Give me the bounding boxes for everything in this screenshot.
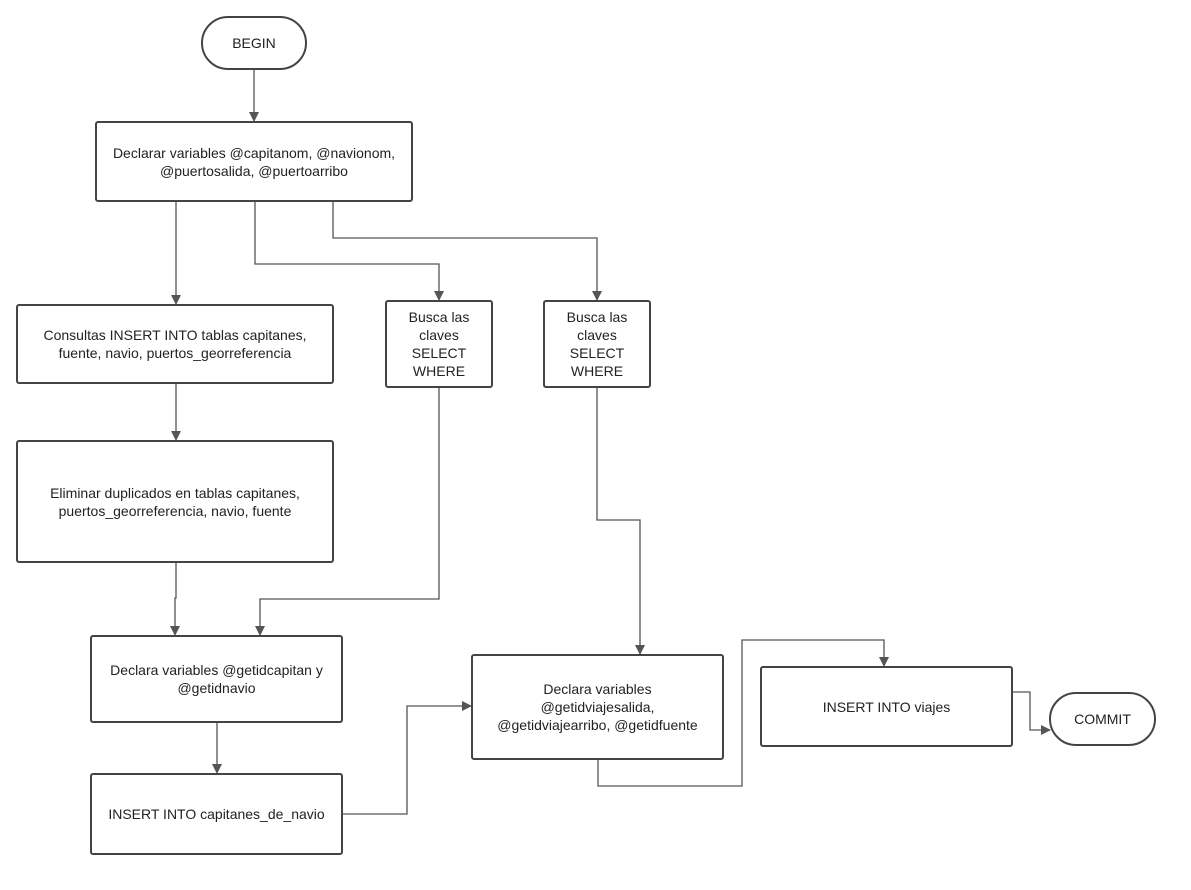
edge-remove-duplicates-to-declare-captain-ship [170, 563, 180, 636]
insert-tables-node: Consultas INSERT INTO tablas capitanes, … [16, 304, 334, 384]
declare-captain-ship-label: Declara variables @getidcapitan y @getid… [110, 662, 323, 696]
remove-duplicates-label: Eliminar duplicados en tablas capitanes,… [50, 484, 300, 519]
declare-variables-node: Declarar variables @capitanom, @navionom… [95, 121, 413, 202]
commit-label: COMMIT [1074, 711, 1131, 727]
insert-trips-label: INSERT INTO viajes [822, 698, 951, 715]
search-keys-node-2: Busca las claves SELECT WHERE [543, 300, 651, 388]
edge-declare-to-search-keys-1 [254, 202, 444, 301]
search-keys-label-1: Busca las claves SELECT WHERE [408, 309, 470, 379]
edge-search-keys-2-to-declare-trip-vars [596, 388, 645, 655]
declare-trip-vars-label: Declara variables @getidviajesalida, @ge… [497, 681, 698, 733]
insert-tables-label: Consultas INSERT INTO tablas capitanes, … [43, 327, 307, 361]
declare-trip-vars-node: Declara variables @getidviajesalida, @ge… [471, 654, 724, 760]
insert-captains-ship-label: INSERT INTO capitanes_de_navio [108, 806, 325, 822]
begin-label: BEGIN [232, 35, 276, 51]
search-keys-node-1: Busca las claves SELECT WHERE [385, 300, 493, 388]
edge-insert-captains-ship-to-declare-trip-vars [343, 701, 472, 815]
search-keys-label-2: Busca las claves SELECT WHERE [566, 309, 628, 379]
insert-trips-node: INSERT INTO viajes [760, 666, 1013, 747]
declare-variables-label: Declarar variables @capitanom, @navionom… [112, 144, 396, 179]
commit-node: COMMIT [1049, 692, 1156, 746]
declare-captain-ship-node: Declara variables @getidcapitan y @getid… [90, 635, 343, 723]
remove-duplicates-node: Eliminar duplicados en tablas capitanes,… [16, 440, 334, 563]
edge-declare-trip-vars-to-insert-trips [597, 639, 889, 787]
begin-node: BEGIN [201, 16, 307, 70]
edge-insert-trips-to-commit [1012, 691, 1051, 735]
insert-captains-ship-node: INSERT INTO capitanes_de_navio [90, 773, 343, 855]
edge-declare-to-search-keys-2 [332, 202, 602, 301]
edge-search-keys-1-to-declare-captain-ship [255, 388, 440, 636]
